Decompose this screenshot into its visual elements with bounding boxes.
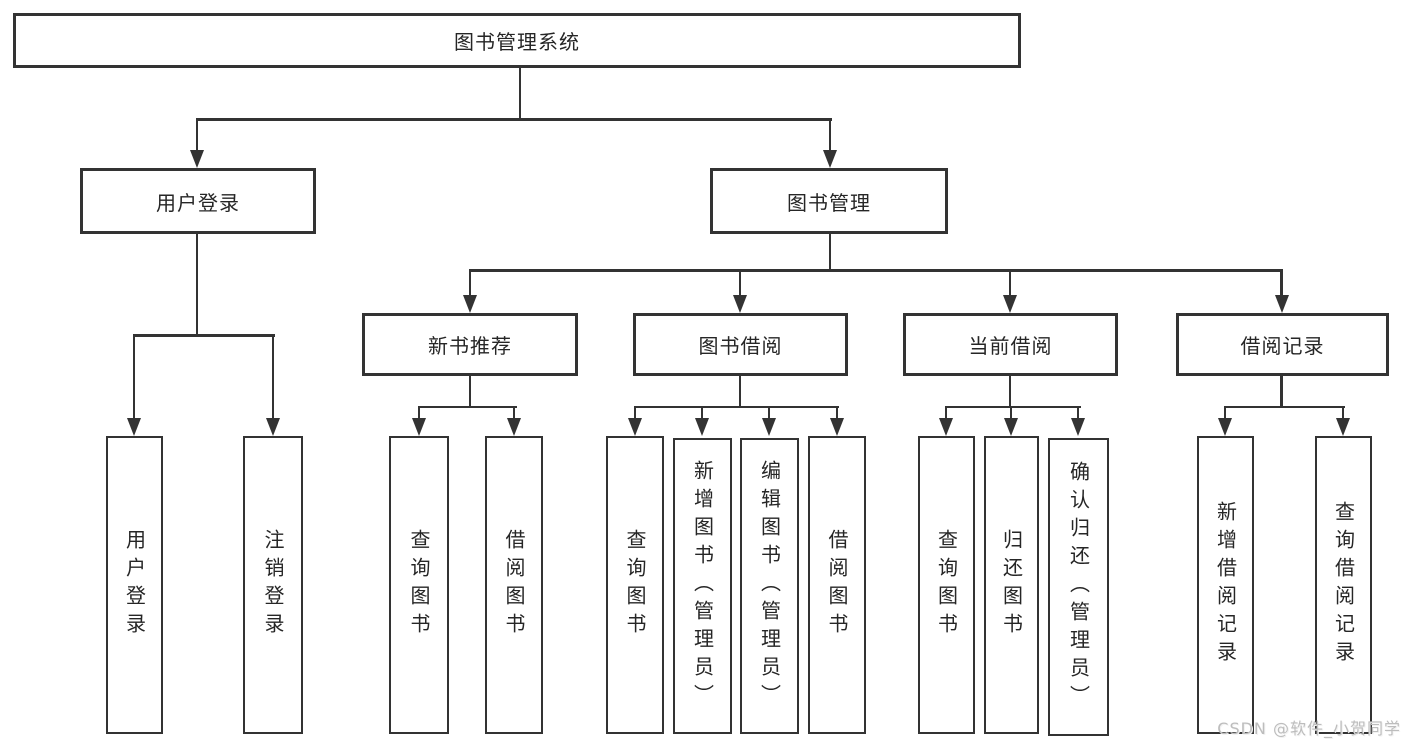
leaf-label: 用户登录	[122, 529, 147, 641]
connector-line	[417, 405, 517, 408]
connector-line	[633, 405, 637, 423]
leaf-edit-books-admin: 编辑图书（管理员）	[740, 438, 799, 734]
connector-line	[835, 405, 839, 423]
connector-line	[132, 334, 275, 337]
connector-line	[767, 405, 771, 423]
connector-line	[944, 405, 948, 423]
connector-arrowhead	[266, 418, 280, 436]
node-current-borrowing: 当前借阅	[903, 313, 1118, 376]
connector-line	[828, 118, 832, 154]
leaf-add-books-admin: 新增图书（管理员）	[673, 438, 732, 734]
leaf-label: 注销登录	[261, 529, 285, 641]
connector-line	[944, 405, 1081, 408]
connector-line	[1341, 405, 1345, 423]
node-user-login: 用户登录	[80, 168, 316, 234]
connector-arrowhead	[823, 150, 837, 168]
connector-line	[738, 374, 742, 408]
leaf-query-borrow-record: 查询借阅记录	[1315, 436, 1372, 734]
connector-arrowhead	[1218, 418, 1232, 436]
leaf-query-books-2: 查询图书	[606, 436, 664, 734]
connector-line	[1280, 269, 1283, 301]
connector-line	[1008, 374, 1012, 408]
node-root: 图书管理系统	[13, 13, 1021, 68]
connector-line	[518, 66, 522, 120]
connector-line	[512, 405, 516, 423]
connector-arrowhead	[733, 295, 747, 313]
node-book-management: 图书管理	[710, 168, 948, 234]
node-borrowing-records: 借阅记录	[1176, 313, 1389, 376]
connector-arrowhead	[463, 295, 477, 313]
connector-arrowhead	[1003, 295, 1017, 313]
connector-arrowhead	[507, 418, 521, 436]
connector-line	[468, 269, 1283, 272]
leaf-label: 查询借阅记录	[1331, 501, 1356, 669]
connector-line	[1280, 374, 1283, 408]
leaf-label: 查询图书	[623, 529, 647, 641]
connector-arrowhead	[412, 418, 426, 436]
leaf-borrow-books-2: 借阅图书	[808, 436, 866, 734]
connector-line	[195, 232, 199, 336]
leaf-query-books-3: 查询图书	[918, 436, 975, 734]
leaf-logout: 注销登录	[243, 436, 303, 734]
connector-line	[700, 405, 704, 423]
connector-line	[417, 405, 421, 423]
leaf-label: 查询图书	[407, 529, 431, 641]
leaf-label: 归还图书	[999, 529, 1024, 641]
leaf-borrow-books-1: 借阅图书	[485, 436, 543, 734]
connector-line	[738, 269, 742, 301]
connector-arrowhead	[830, 418, 844, 436]
leaf-label: 借阅图书	[502, 529, 526, 641]
leaf-user-login: 用户登录	[106, 436, 163, 734]
leaf-query-books-1: 查询图书	[389, 436, 449, 734]
connector-arrowhead	[762, 418, 776, 436]
leaf-return-books: 归还图书	[984, 436, 1039, 734]
leaf-label: 确认归还（管理员）	[1066, 461, 1091, 713]
connector-arrowhead	[1071, 418, 1085, 436]
connector-line	[195, 118, 832, 121]
connector-line	[828, 232, 832, 272]
connector-arrowhead	[695, 418, 709, 436]
connector-arrowhead	[628, 418, 642, 436]
node-new-book-recommend: 新书推荐	[362, 313, 578, 376]
connector-line	[633, 405, 839, 408]
connector-line	[1009, 405, 1013, 423]
leaf-label: 新增图书（管理员）	[690, 460, 715, 712]
connector-arrowhead	[190, 150, 204, 168]
leaf-label: 借阅图书	[825, 529, 849, 641]
connector-line	[271, 334, 275, 422]
connector-arrowhead	[939, 418, 953, 436]
connector-line	[1076, 405, 1080, 423]
connector-arrowhead	[1274, 295, 1289, 313]
connector-arrowhead	[1004, 418, 1018, 436]
leaf-label: 查询图书	[934, 529, 959, 641]
leaf-label: 编辑图书（管理员）	[757, 460, 782, 712]
connector-line	[468, 269, 472, 301]
connector-line	[1223, 405, 1227, 423]
watermark: CSDN @软件_小贺同学	[1217, 719, 1401, 738]
connector-arrowhead	[1336, 418, 1350, 436]
connector-line	[1223, 405, 1345, 408]
connector-line	[132, 334, 136, 422]
connector-line	[195, 118, 199, 154]
connector-line	[468, 374, 472, 408]
leaf-add-borrow-record: 新增借阅记录	[1197, 436, 1254, 734]
connector-line	[1008, 269, 1012, 301]
connector-arrowhead	[127, 418, 141, 436]
node-book-borrowing: 图书借阅	[633, 313, 848, 376]
leaf-confirm-return-admin: 确认归还（管理员）	[1048, 438, 1109, 736]
leaf-label: 新增借阅记录	[1213, 501, 1238, 669]
